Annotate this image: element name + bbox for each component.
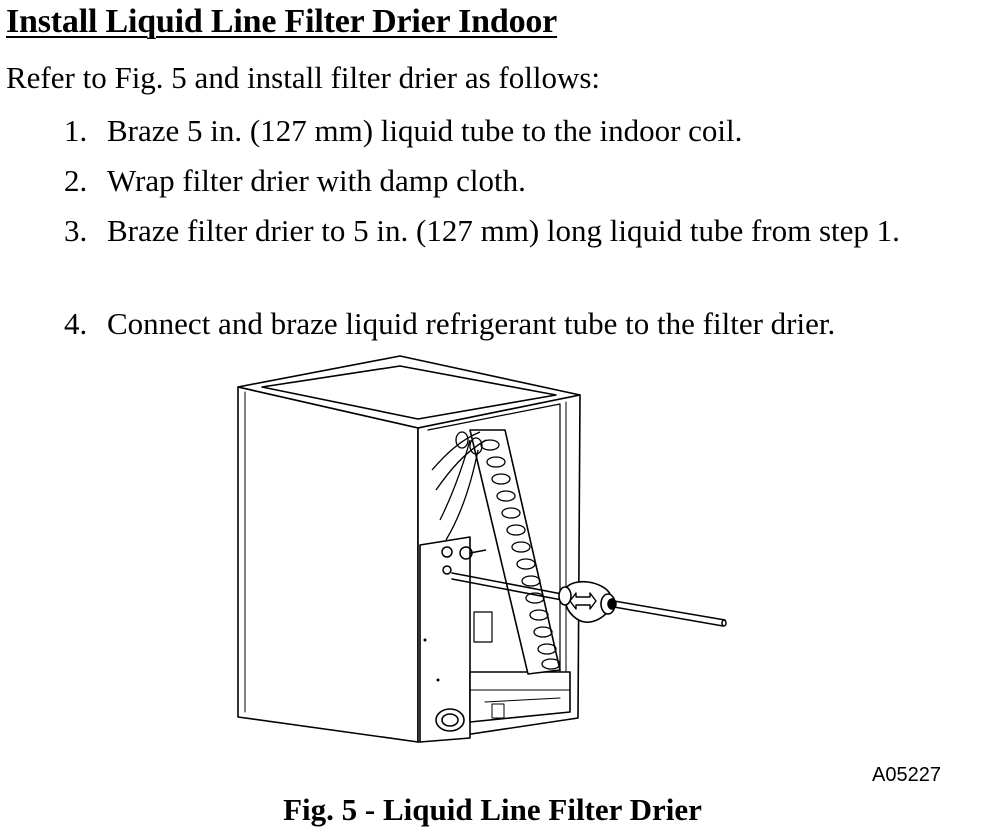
- step-number: 4.: [64, 306, 88, 341]
- step-number: 2.: [64, 163, 88, 198]
- section-heading: Install Liquid Line Filter Drier Indoor: [6, 3, 558, 40]
- step-number: 1.: [64, 113, 88, 148]
- figure-caption: Fig. 5 - Liquid Line Filter Drier: [283, 792, 702, 827]
- filter-drier-illustration: [237, 355, 727, 743]
- step-text: Connect and braze liquid refrigerant tub…: [107, 306, 836, 341]
- step-text: Braze 5 in. (127 mm) liquid tube to the …: [107, 113, 743, 148]
- step-text: Braze filter drier to 5 in. (127 mm) lon…: [107, 213, 900, 248]
- step-text: Wrap filter drier with damp cloth.: [107, 163, 526, 198]
- step-number: 3.: [64, 213, 88, 248]
- figure-id-label: A05227: [872, 764, 941, 786]
- intro-text: Refer to Fig. 5 and install filter drier…: [6, 60, 601, 95]
